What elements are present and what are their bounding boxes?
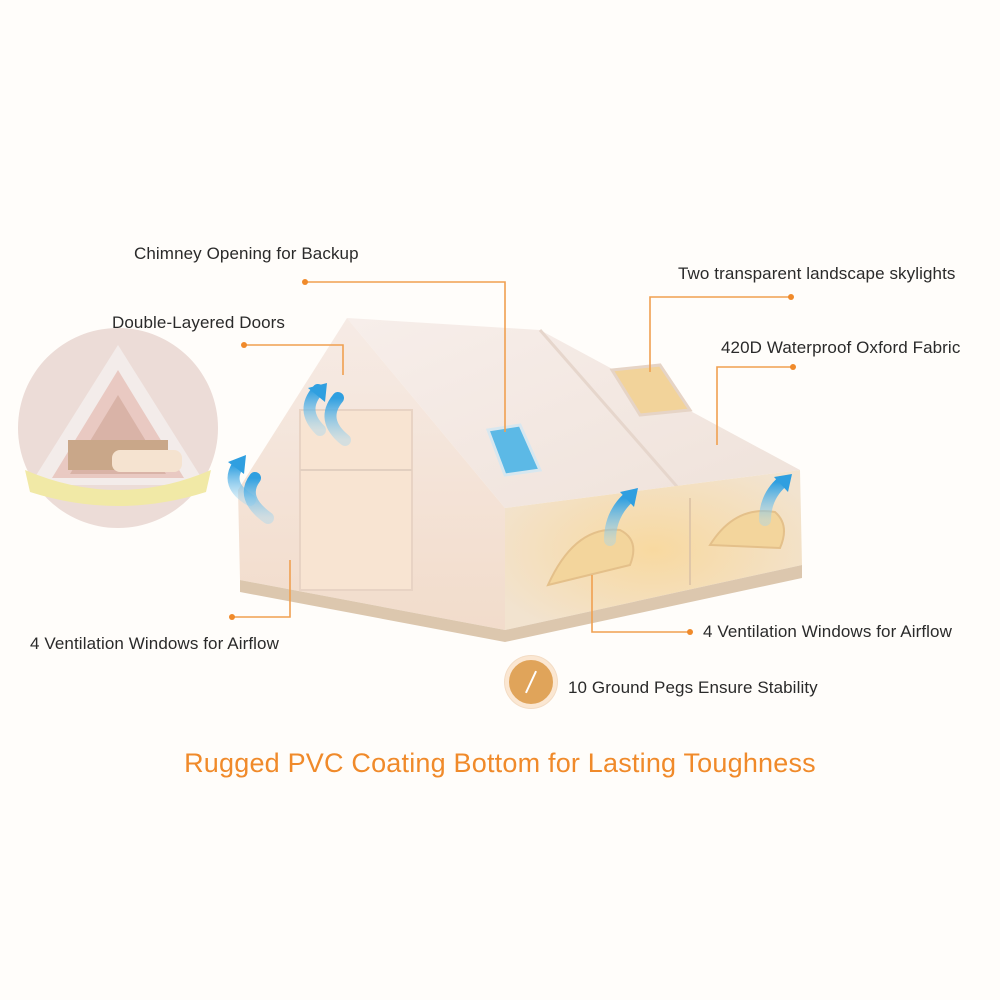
airflow-arrow-icon bbox=[227, 384, 788, 546]
ground-peg-icon bbox=[505, 656, 557, 708]
callout-chimney: Chimney Opening for Backup bbox=[134, 244, 359, 263]
airflow-arrowheads bbox=[228, 383, 792, 507]
skylight bbox=[609, 363, 693, 417]
tent-roof bbox=[347, 318, 800, 508]
tent-side-wall bbox=[505, 470, 802, 630]
callout-leader-lines bbox=[232, 281, 793, 633]
callout-doors: Double-Layered Doors bbox=[112, 313, 286, 332]
callout-fabric: 420D Waterproof Oxford Fabric bbox=[721, 338, 961, 357]
headline: Rugged PVC Coating Bottom for Lasting To… bbox=[184, 748, 816, 778]
callout-skylights: Two transparent landscape skylights bbox=[678, 264, 956, 283]
callout-vent-right: 4 Ventilation Windows for Airflow bbox=[703, 622, 952, 641]
callout-vent-left: 4 Ventilation Windows for Airflow bbox=[30, 634, 279, 653]
interior-inset-photo bbox=[18, 328, 218, 528]
chimney-window bbox=[485, 423, 543, 477]
callout-dots bbox=[229, 279, 796, 635]
callout-pegs: 10 Ground Pegs Ensure Stability bbox=[568, 678, 818, 697]
